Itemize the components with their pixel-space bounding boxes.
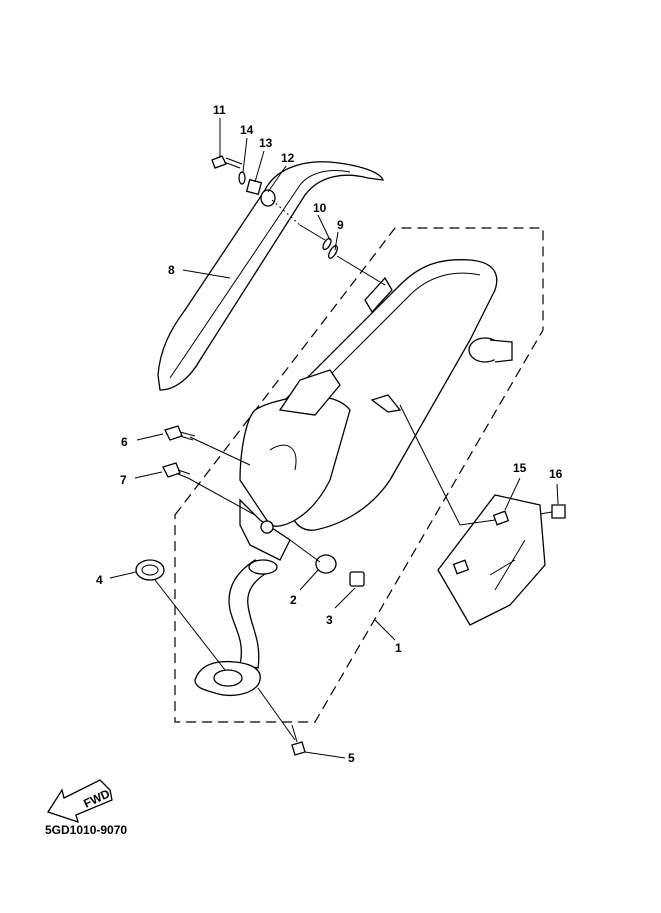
callout-11: 11 [213,103,226,117]
callout-14: 14 [240,123,254,137]
fwd-arrow-icon: FWD [47,779,113,824]
part-1-muffler [194,259,513,696]
part-8-protector [157,161,384,391]
assembly-boundary-dashed [174,227,544,723]
callout-3: 3 [326,613,333,627]
callout-1: 1 [395,641,402,655]
callout-15: 15 [513,461,527,475]
callout-4: 4 [96,573,103,587]
callout-5: 5 [348,751,355,765]
callout-8: 8 [168,263,175,277]
callout-16: 16 [549,467,563,481]
callout-9: 9 [337,218,344,232]
diagram-code: 5GD1010-9070 [45,823,127,837]
leader-lines [109,118,559,759]
callout-7: 7 [120,473,127,487]
callout-13: 13 [259,136,273,150]
part-15-cover [437,494,546,626]
callout-10: 10 [313,201,327,215]
small-parts [135,155,566,756]
callout-12: 12 [281,151,295,165]
callout-6: 6 [121,435,128,449]
callout-2: 2 [290,593,297,607]
